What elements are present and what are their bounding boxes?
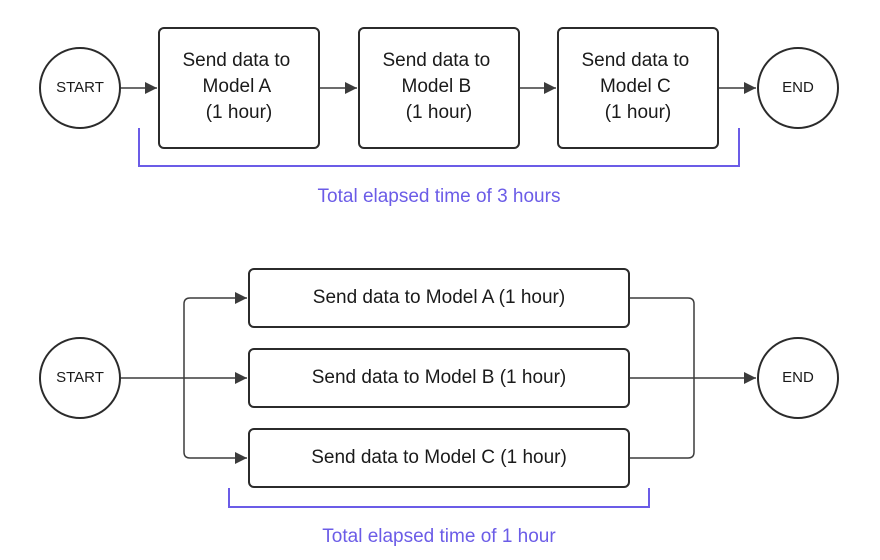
parallel-time-bracket xyxy=(228,488,650,508)
step-a-line-2: Model A xyxy=(203,76,272,97)
parallel-end-node: END xyxy=(757,337,839,419)
connector-fork-to-c xyxy=(183,378,247,464)
sequential-total-time-label: Total elapsed time of 3 hours xyxy=(318,186,561,207)
parallel-step-model-b: Send data to Model B (1 hour) xyxy=(248,348,630,408)
svg-text:Send data to Model B: Send data to Model B (1 hour) xyxy=(382,50,495,123)
parallel-start-node: START xyxy=(39,337,121,419)
sequential-end-node: END xyxy=(757,47,839,129)
step-c-line-3: (1 hour) xyxy=(605,102,672,123)
step-b-line-2: Model B xyxy=(402,76,472,97)
parallel-end-label: END xyxy=(782,369,814,386)
step-b-line-1: Send data to xyxy=(382,50,490,71)
parallel-step-b-label: Send data to Model B (1 hour) xyxy=(312,367,567,388)
step-c-line-2: Model C xyxy=(600,76,671,97)
sequential-step-model-c: Send data to Model C (1 hour) xyxy=(557,27,719,149)
parallel-step-c-label: Send data to Model C (1 hour) xyxy=(311,447,567,468)
step-c-line-1: Send data to xyxy=(581,50,689,71)
connector-fork-to-a xyxy=(183,292,247,378)
sequential-flow: START Send data to Model A (1 hour) Send… xyxy=(39,27,839,207)
connector-a-to-join xyxy=(629,297,695,378)
step-a-line-1: Send data to xyxy=(182,50,290,71)
step-a-line-3: (1 hour) xyxy=(206,102,273,123)
parallel-step-model-c: Send data to Model C (1 hour) xyxy=(248,428,630,488)
parallel-step-a-label: Send data to Model A (1 hour) xyxy=(313,287,565,308)
parallel-step-model-a: Send data to Model A (1 hour) xyxy=(248,268,630,328)
step-b-line-3: (1 hour) xyxy=(406,102,473,123)
sequential-start-node: START xyxy=(39,47,121,129)
parallel-connectors xyxy=(120,292,756,464)
sequential-end-label: END xyxy=(782,79,814,96)
svg-text:Send data to Model A: Send data to Model A (1 hour) xyxy=(182,50,295,123)
svg-text:Send data to Model C: Send data to Model C (1 hour) xyxy=(581,50,694,123)
parallel-flow: START Send data to Model A (1 hour) Send… xyxy=(39,268,839,547)
sequential-start-label: START xyxy=(56,79,104,96)
sequential-time-bracket xyxy=(138,128,740,167)
sequential-step-model-a: Send data to Model A (1 hour) xyxy=(158,27,320,149)
sequential-step-model-b: Send data to Model B (1 hour) xyxy=(358,27,520,149)
connector-c-to-join xyxy=(629,378,695,459)
parallel-start-label: START xyxy=(56,369,104,386)
parallel-total-time-label: Total elapsed time of 1 hour xyxy=(322,526,556,547)
